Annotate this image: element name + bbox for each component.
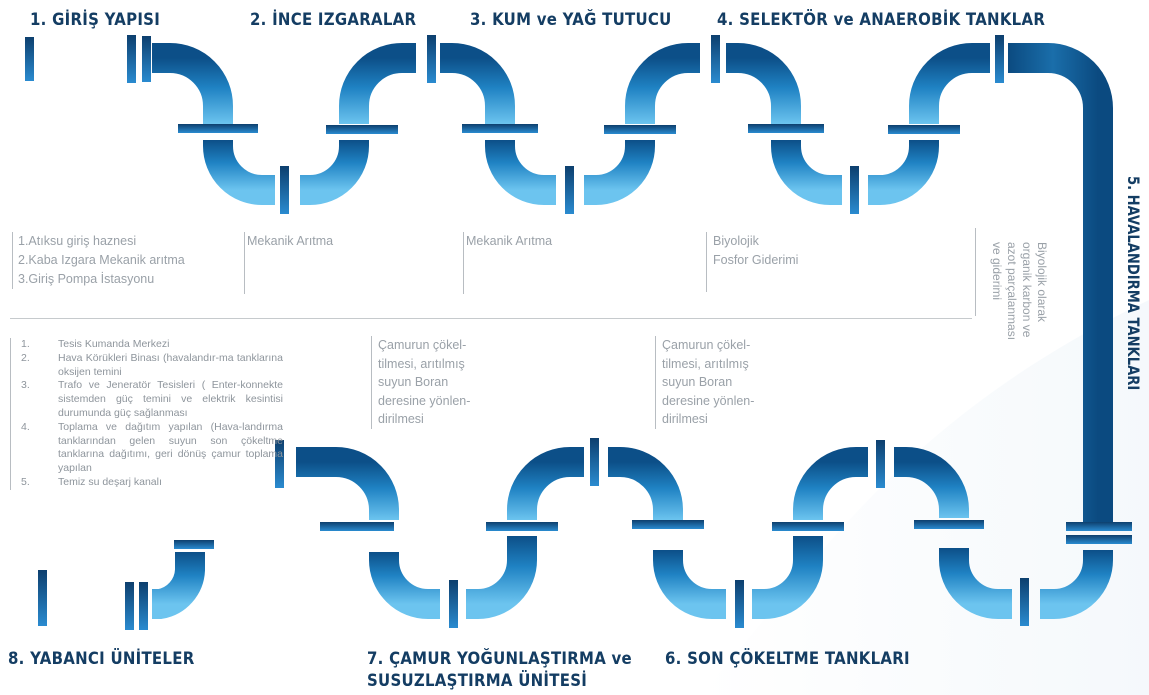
pipe-flange [888, 125, 960, 134]
pipe-flange [326, 125, 398, 134]
stage-title-6: 6. SON ÇÖKELTME TANKLARI [665, 649, 910, 669]
list-number: 1. [21, 338, 30, 350]
stage-title-2: 2. İNCE IZGARALAR [250, 10, 417, 30]
pipe-flange [25, 37, 34, 81]
list-text: Toplama ve dağıtım yapılan (Hava-landırm… [58, 420, 283, 475]
list-number: 3. [21, 379, 30, 392]
pipe-flange [38, 570, 47, 626]
pipe-flange [275, 440, 284, 488]
list-text: Tesis Kumanda Merkezi [58, 338, 170, 350]
list-item: 1. Tesis Kumanda Merkezi [21, 338, 283, 352]
note-line: 3.Giriş Pompa İstasyonu [18, 272, 155, 286]
pipe-flange [1020, 578, 1029, 626]
pipe-stage-3 [485, 43, 801, 205]
stage-title-7-line2: SUSUZLAŞTIRMA ÜNİTESİ [367, 671, 588, 691]
pipe-flange [280, 166, 289, 214]
pipe-flange [565, 166, 574, 214]
list-item: 2. Hava Körükleri Binası (havalandır-ma t… [21, 352, 283, 380]
pipe-flange [590, 438, 599, 486]
pipe-stage-6 [793, 447, 1113, 619]
list-text: Hava Körükleri Binası (havalandır-ma tan… [58, 351, 283, 378]
note-line: Biyolojik olarak [1035, 242, 1049, 323]
note-line: 2.Kaba Izgara Mekanik arıtma [18, 253, 185, 267]
list-number: 2. [21, 351, 30, 364]
pipe-flange [914, 520, 984, 529]
note-line: 1.Atıksu giriş haznesi [18, 234, 137, 248]
pipe-flange [174, 540, 214, 549]
note-line: Çamurun çökel- [662, 338, 751, 352]
note-izgara: Mekanik Arıtma [247, 234, 334, 248]
pipe-flange [772, 522, 844, 531]
list-item: 4. Toplama ve dağıtım yapılan (Hava-landı… [21, 421, 283, 476]
pipe-stage-7 [507, 447, 823, 619]
pipe-stage-2 [203, 43, 515, 205]
pipe-flange [735, 580, 744, 628]
divider-bar [975, 228, 976, 316]
foreign-units-list: 1. Tesis Kumanda Merkezi 2. Hava Körükleri… [10, 338, 283, 490]
pipe-stage-1 [42, 43, 233, 124]
note-line: ve giderimi [990, 242, 1004, 301]
pipe-flange [139, 582, 148, 630]
note-camur-a: Çamurun çökel- tilmesi, arıtılmış suyun … [371, 336, 470, 429]
note-selektor: Biyolojik Fosfor Giderimi [706, 232, 798, 292]
note-line: deresine yönlen- [662, 393, 755, 408]
pipe-stage-5 [1008, 43, 1113, 522]
divider-bar [463, 232, 464, 294]
list-text: Trafo ve Jeneratör Tesisleri ( Enter-kon… [58, 379, 283, 419]
note-line: dirilmesi [378, 412, 424, 426]
section-divider [10, 318, 972, 319]
pipe-flange [125, 582, 134, 630]
pipe-stage-4 [771, 43, 990, 205]
pipe-flange [462, 124, 538, 133]
note-line: deresine yönlen- [378, 393, 471, 408]
note-line: suyun Boran [378, 375, 449, 389]
pipe-flange [142, 36, 151, 82]
pipe-flange [995, 35, 1004, 83]
note-line: Çamurun çökel- [378, 338, 467, 352]
list-item: 5. Temiz su deşarj kanalı [21, 476, 283, 490]
note-line: organik karbon ve [1020, 242, 1034, 338]
pipe-flange [850, 166, 859, 214]
stage-title-7-line1: 7. ÇAMUR YOĞUNLAŞTIRMA ve [367, 649, 632, 669]
note-camur-b: Çamurun çökel- tilmesi, arıtılmış suyun … [655, 336, 754, 429]
note-line: tilmesi, arıtılmış [662, 356, 749, 371]
pipe-flange [178, 124, 258, 133]
note-line: suyun Boran [662, 375, 733, 389]
pipe-flange [748, 124, 824, 133]
pipe-flange [711, 35, 720, 83]
note-line: tilmesi, arıtılmış [378, 356, 465, 371]
pipe-flange [427, 35, 436, 83]
pipe-flange [449, 580, 458, 628]
list-number: 5. [21, 475, 30, 488]
note-line: Biyolojik [713, 234, 759, 248]
stage-title-3: 3. KUM ve YAĞ TUTUCU [470, 10, 672, 30]
pipe-flange [876, 440, 885, 488]
note-giris: 1.Atıksu giriş haznesi 2.Kaba Izgara Mek… [12, 232, 185, 289]
pipe-flange [127, 35, 136, 83]
list-number: 4. [21, 420, 30, 433]
note-line: dirilmesi [662, 412, 708, 426]
stage-title-4: 4. SELEKTÖR ve ANAEROBİK TANKLAR [717, 10, 1046, 30]
pipe-flange [320, 522, 394, 531]
list-item: 3. Trafo ve Jeneratör Tesisleri ( Enter-k… [21, 379, 283, 420]
pipe-stage-8 [54, 447, 537, 619]
stage-title-1: 1. GİRİŞ YAPISI [30, 10, 161, 30]
pipe-flange [1066, 522, 1132, 531]
pipe-flange [1066, 535, 1132, 544]
pipe-flange [632, 520, 704, 529]
pipe-flange [486, 522, 558, 531]
pipe-flange [604, 125, 676, 134]
divider-bar [244, 232, 245, 294]
note-kum: Mekanik Arıtma [466, 234, 553, 248]
stage-title-8: 8. YABANCI ÜNİTELER [8, 649, 195, 669]
list-text: Temiz su deşarj kanalı [58, 475, 162, 488]
stage-title-5: 5. HAVALANDIRMA TANKLARI [1124, 176, 1143, 391]
note-line: azot parçalanması [1005, 242, 1019, 341]
note-havalandirma: Biyolojik olarak organik karbon ve azot … [989, 242, 1049, 340]
note-line: Fosfor Giderimi [713, 253, 799, 267]
